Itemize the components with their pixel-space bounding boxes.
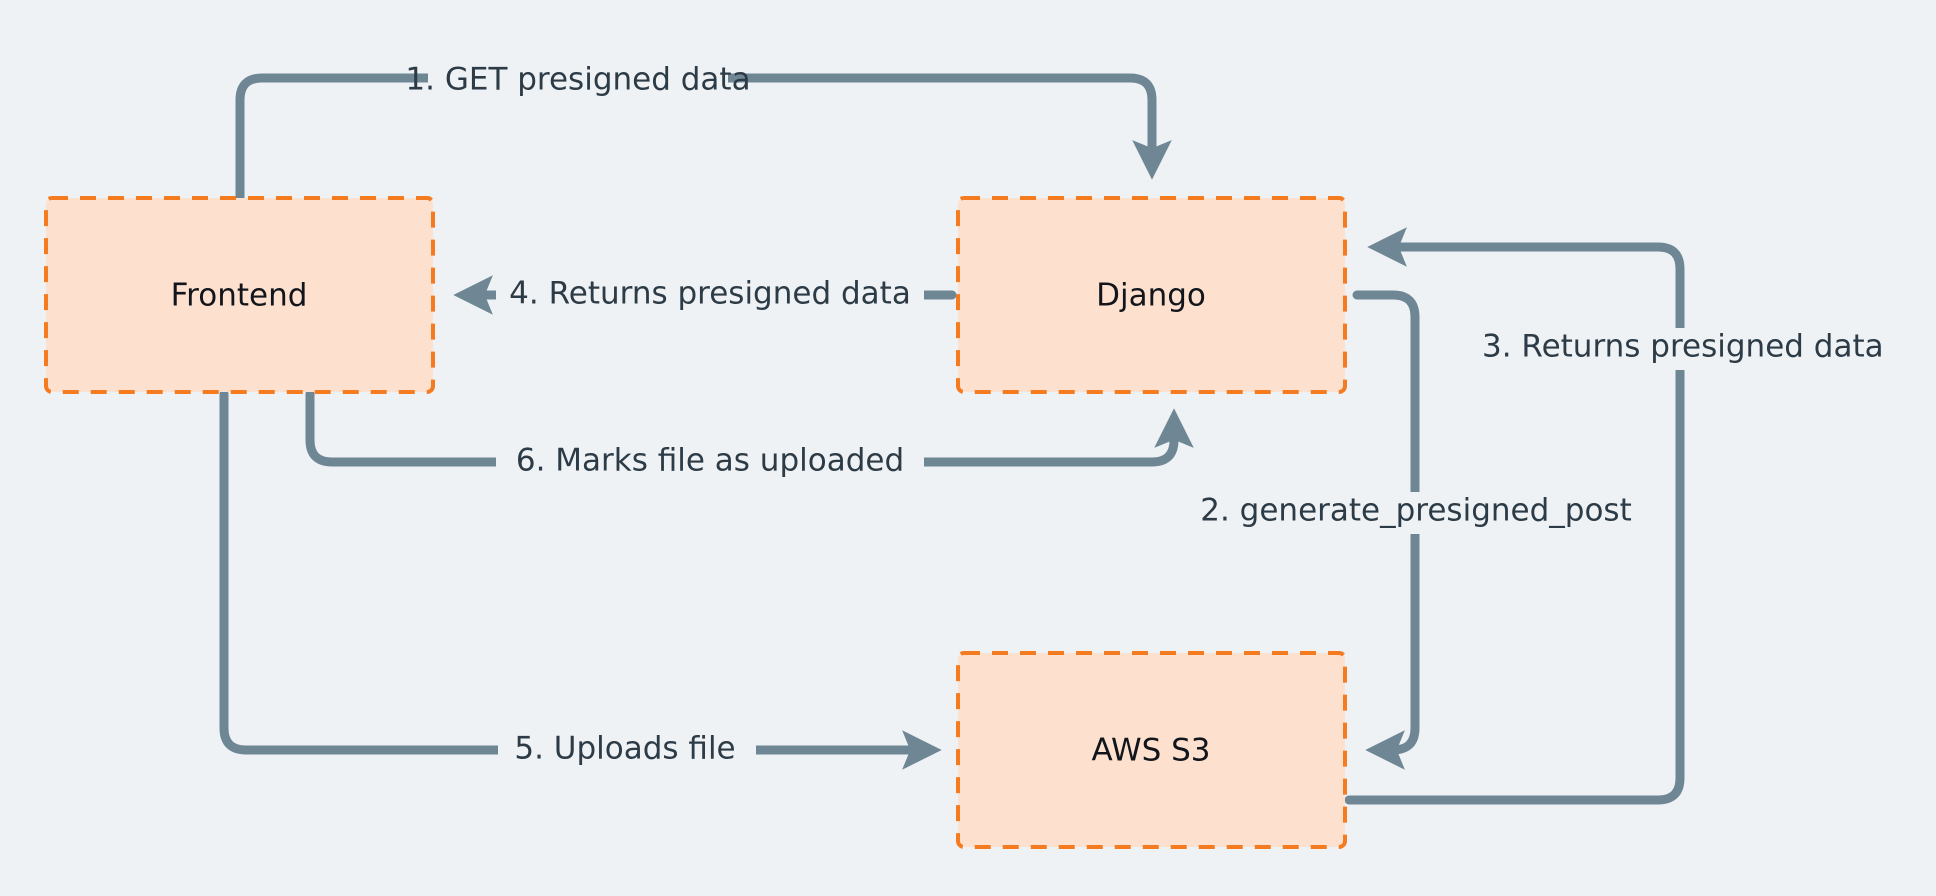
edge-4-returns-presigned-data: 4. Returns presigned data bbox=[453, 275, 957, 317]
edge-5-label-bg bbox=[498, 730, 756, 772]
edge-3-label-bg bbox=[1472, 328, 1892, 370]
edge-1-get-presigned-data: 1. GET presigned data bbox=[235, 58, 1172, 205]
edge-5-label: 5. Uploads file bbox=[514, 731, 735, 767]
node-aws-s3[interactable]: AWS S3 bbox=[956, 651, 1347, 849]
node-frontend-box[interactable] bbox=[44, 196, 435, 394]
edge-2-generate-presigned-post: 2. generate_presigned_post bbox=[1196, 290, 1636, 770]
edge-1-label: 1. GET presigned data bbox=[405, 62, 750, 98]
node-django-label: Django bbox=[1096, 278, 1206, 314]
edge-3-path bbox=[1344, 227, 1685, 805]
edge-6-label: 6. Marks file as uploaded bbox=[516, 443, 904, 479]
node-django-box[interactable] bbox=[956, 196, 1347, 394]
node-django[interactable]: Django bbox=[956, 196, 1347, 394]
node-aws-s3-box[interactable] bbox=[956, 651, 1347, 849]
edge-6-label-bg bbox=[496, 442, 924, 484]
node-aws-s3-label: AWS S3 bbox=[1091, 733, 1210, 769]
node-frontend[interactable]: Frontend bbox=[44, 196, 435, 394]
edge-3-returns-presigned-data: 3. Returns presigned data bbox=[1344, 227, 1892, 805]
edge-2-label: 2. generate_presigned_post bbox=[1200, 493, 1631, 529]
edge-1-label-bg bbox=[428, 58, 728, 100]
node-frontend-label: Frontend bbox=[171, 278, 308, 314]
edge-5-path bbox=[219, 389, 942, 770]
edge-3-label: 3. Returns presigned data bbox=[1482, 329, 1884, 365]
edge-2-label-bg bbox=[1196, 492, 1636, 534]
edge-5-uploads-file: 5. Uploads file bbox=[219, 389, 942, 772]
edge-4-label: 4. Returns presigned data bbox=[509, 276, 911, 312]
edge-4-label-bg bbox=[496, 275, 924, 317]
edge-6-marks-file-as-uploaded: 6. Marks file as uploaded bbox=[305, 389, 1194, 484]
